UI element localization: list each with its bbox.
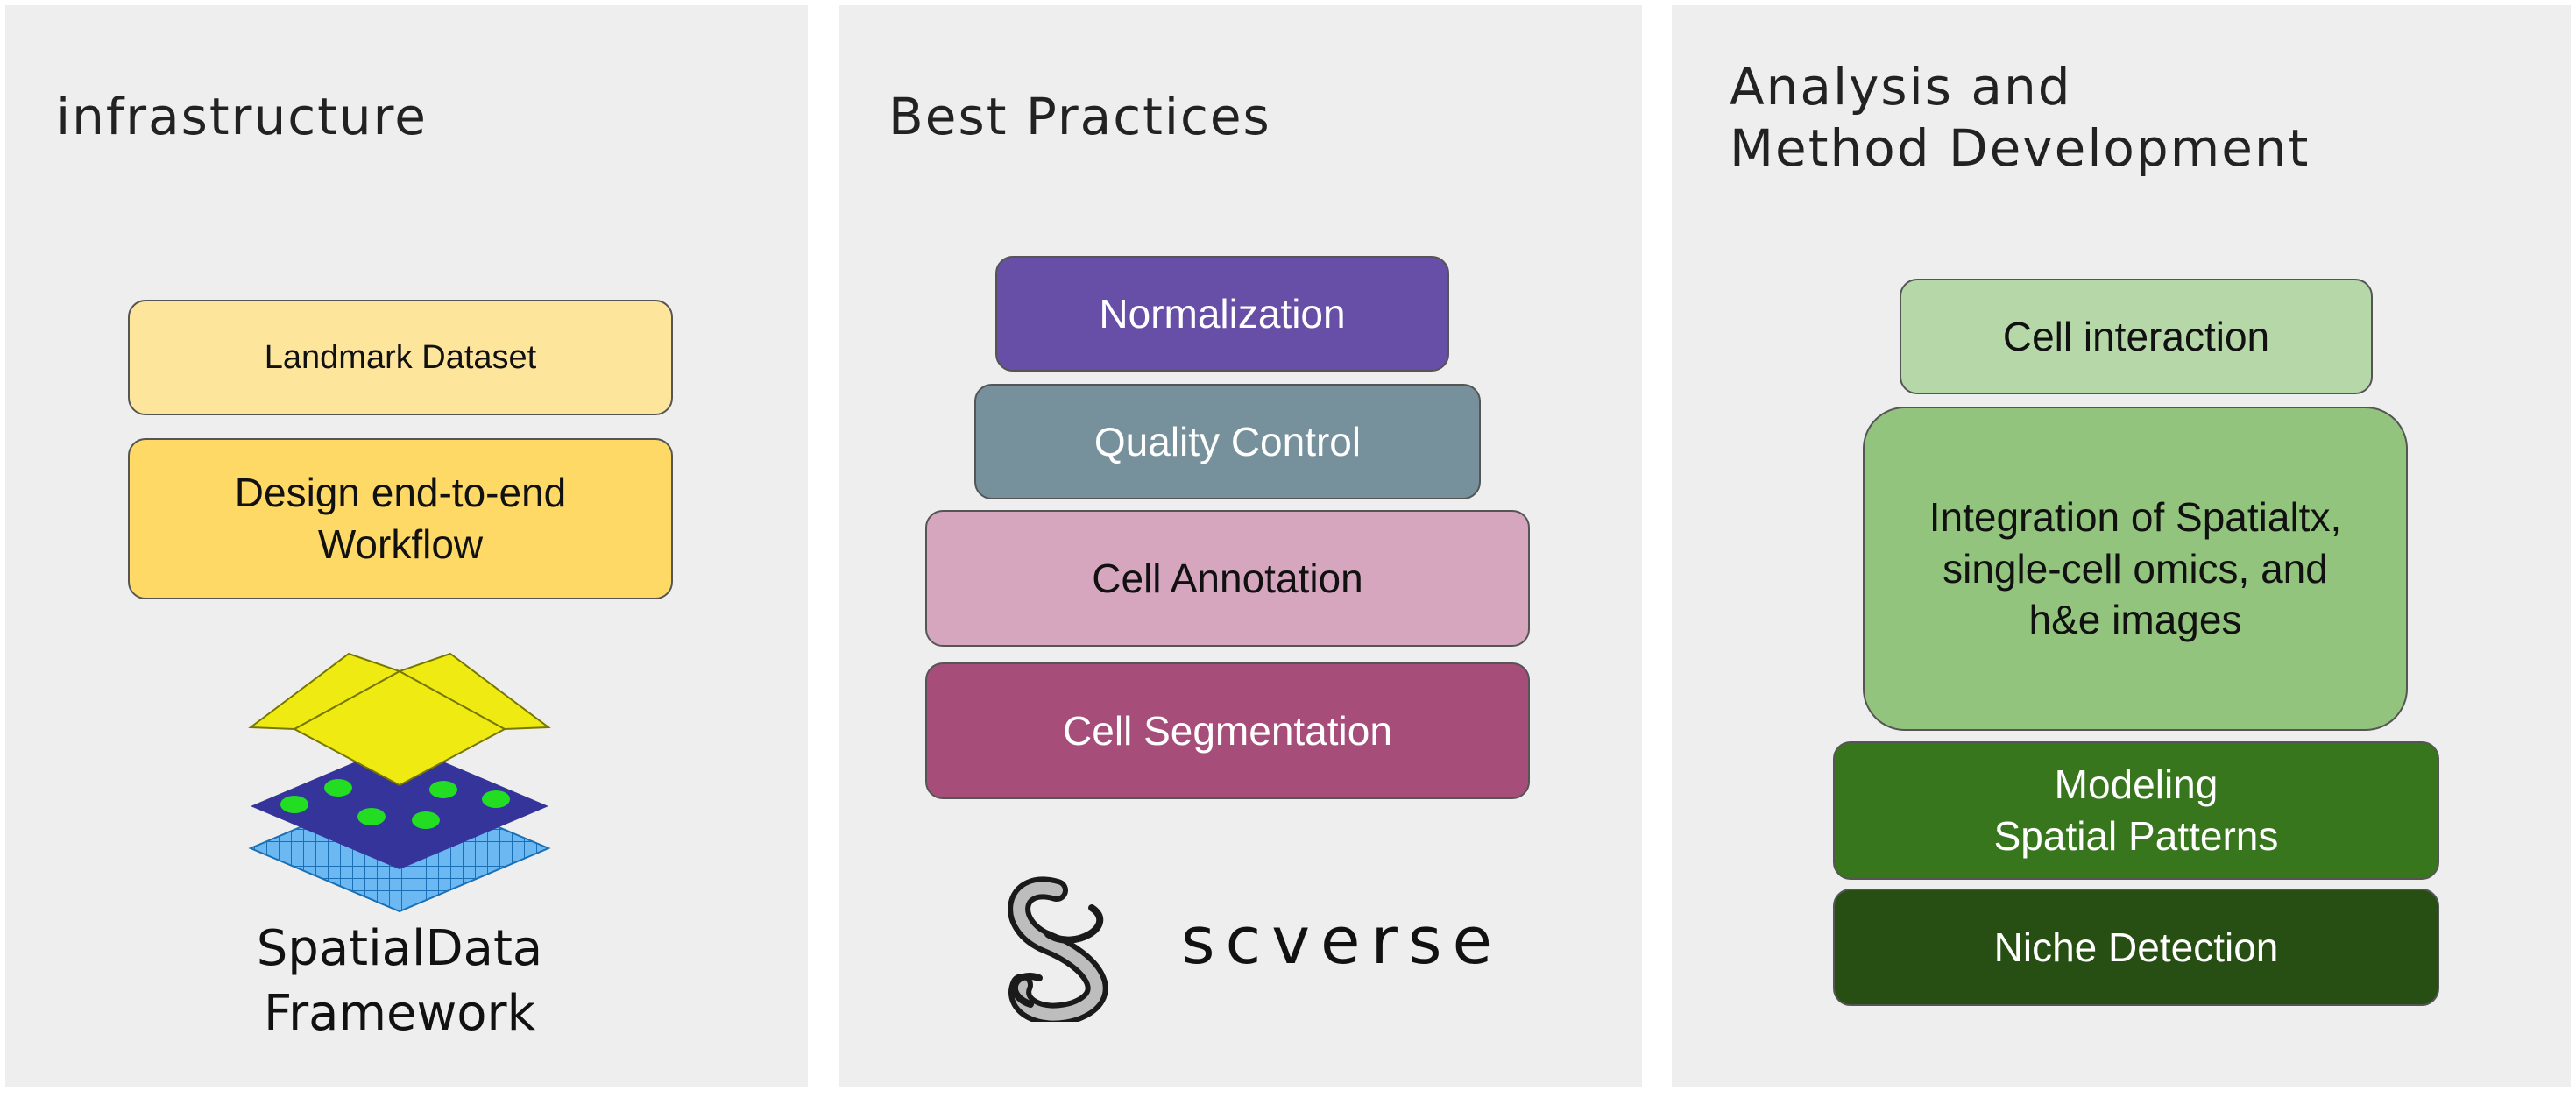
- spatialdata-layers-icon: [248, 652, 551, 913]
- panel-infrastructure: infrastructure Landmark Dataset Design e…: [5, 5, 808, 1087]
- box-quality-control: Quality Control: [974, 384, 1481, 499]
- box-cell-annotation: Cell Annotation: [925, 510, 1530, 647]
- box-cell-interaction: Cell interaction: [1900, 279, 2373, 394]
- box-niche-detection: Niche Detection: [1833, 889, 2439, 1006]
- panel-title-best-practices: Best Practices: [888, 87, 1271, 146]
- box-design-workflow: Design end-to-end Workflow: [128, 438, 673, 599]
- spatialdata-framework-label: SpatialData Framework: [256, 920, 543, 1042]
- panel-analysis-method-development: Analysis and Method Development Cell int…: [1672, 5, 2571, 1087]
- panel-title-infrastructure: infrastructure: [56, 87, 428, 146]
- box-normalization: Normalization: [995, 256, 1449, 372]
- box-cell-segmentation: Cell Segmentation: [925, 662, 1530, 799]
- scverse-ribbon-icon: [1008, 876, 1108, 1022]
- panel-title-analysis: Analysis and Method Development: [1730, 57, 2311, 178]
- box-landmark-dataset: Landmark Dataset: [128, 300, 673, 415]
- scverse-label: scverse: [1181, 903, 1504, 979]
- box-integration: Integration of Spatialtx, single-cell om…: [1863, 407, 2408, 731]
- panel-best-practices: Best Practices Normalization Quality Con…: [839, 5, 1642, 1087]
- box-modeling-spatial-patterns: Modeling Spatial Patterns: [1833, 741, 2439, 880]
